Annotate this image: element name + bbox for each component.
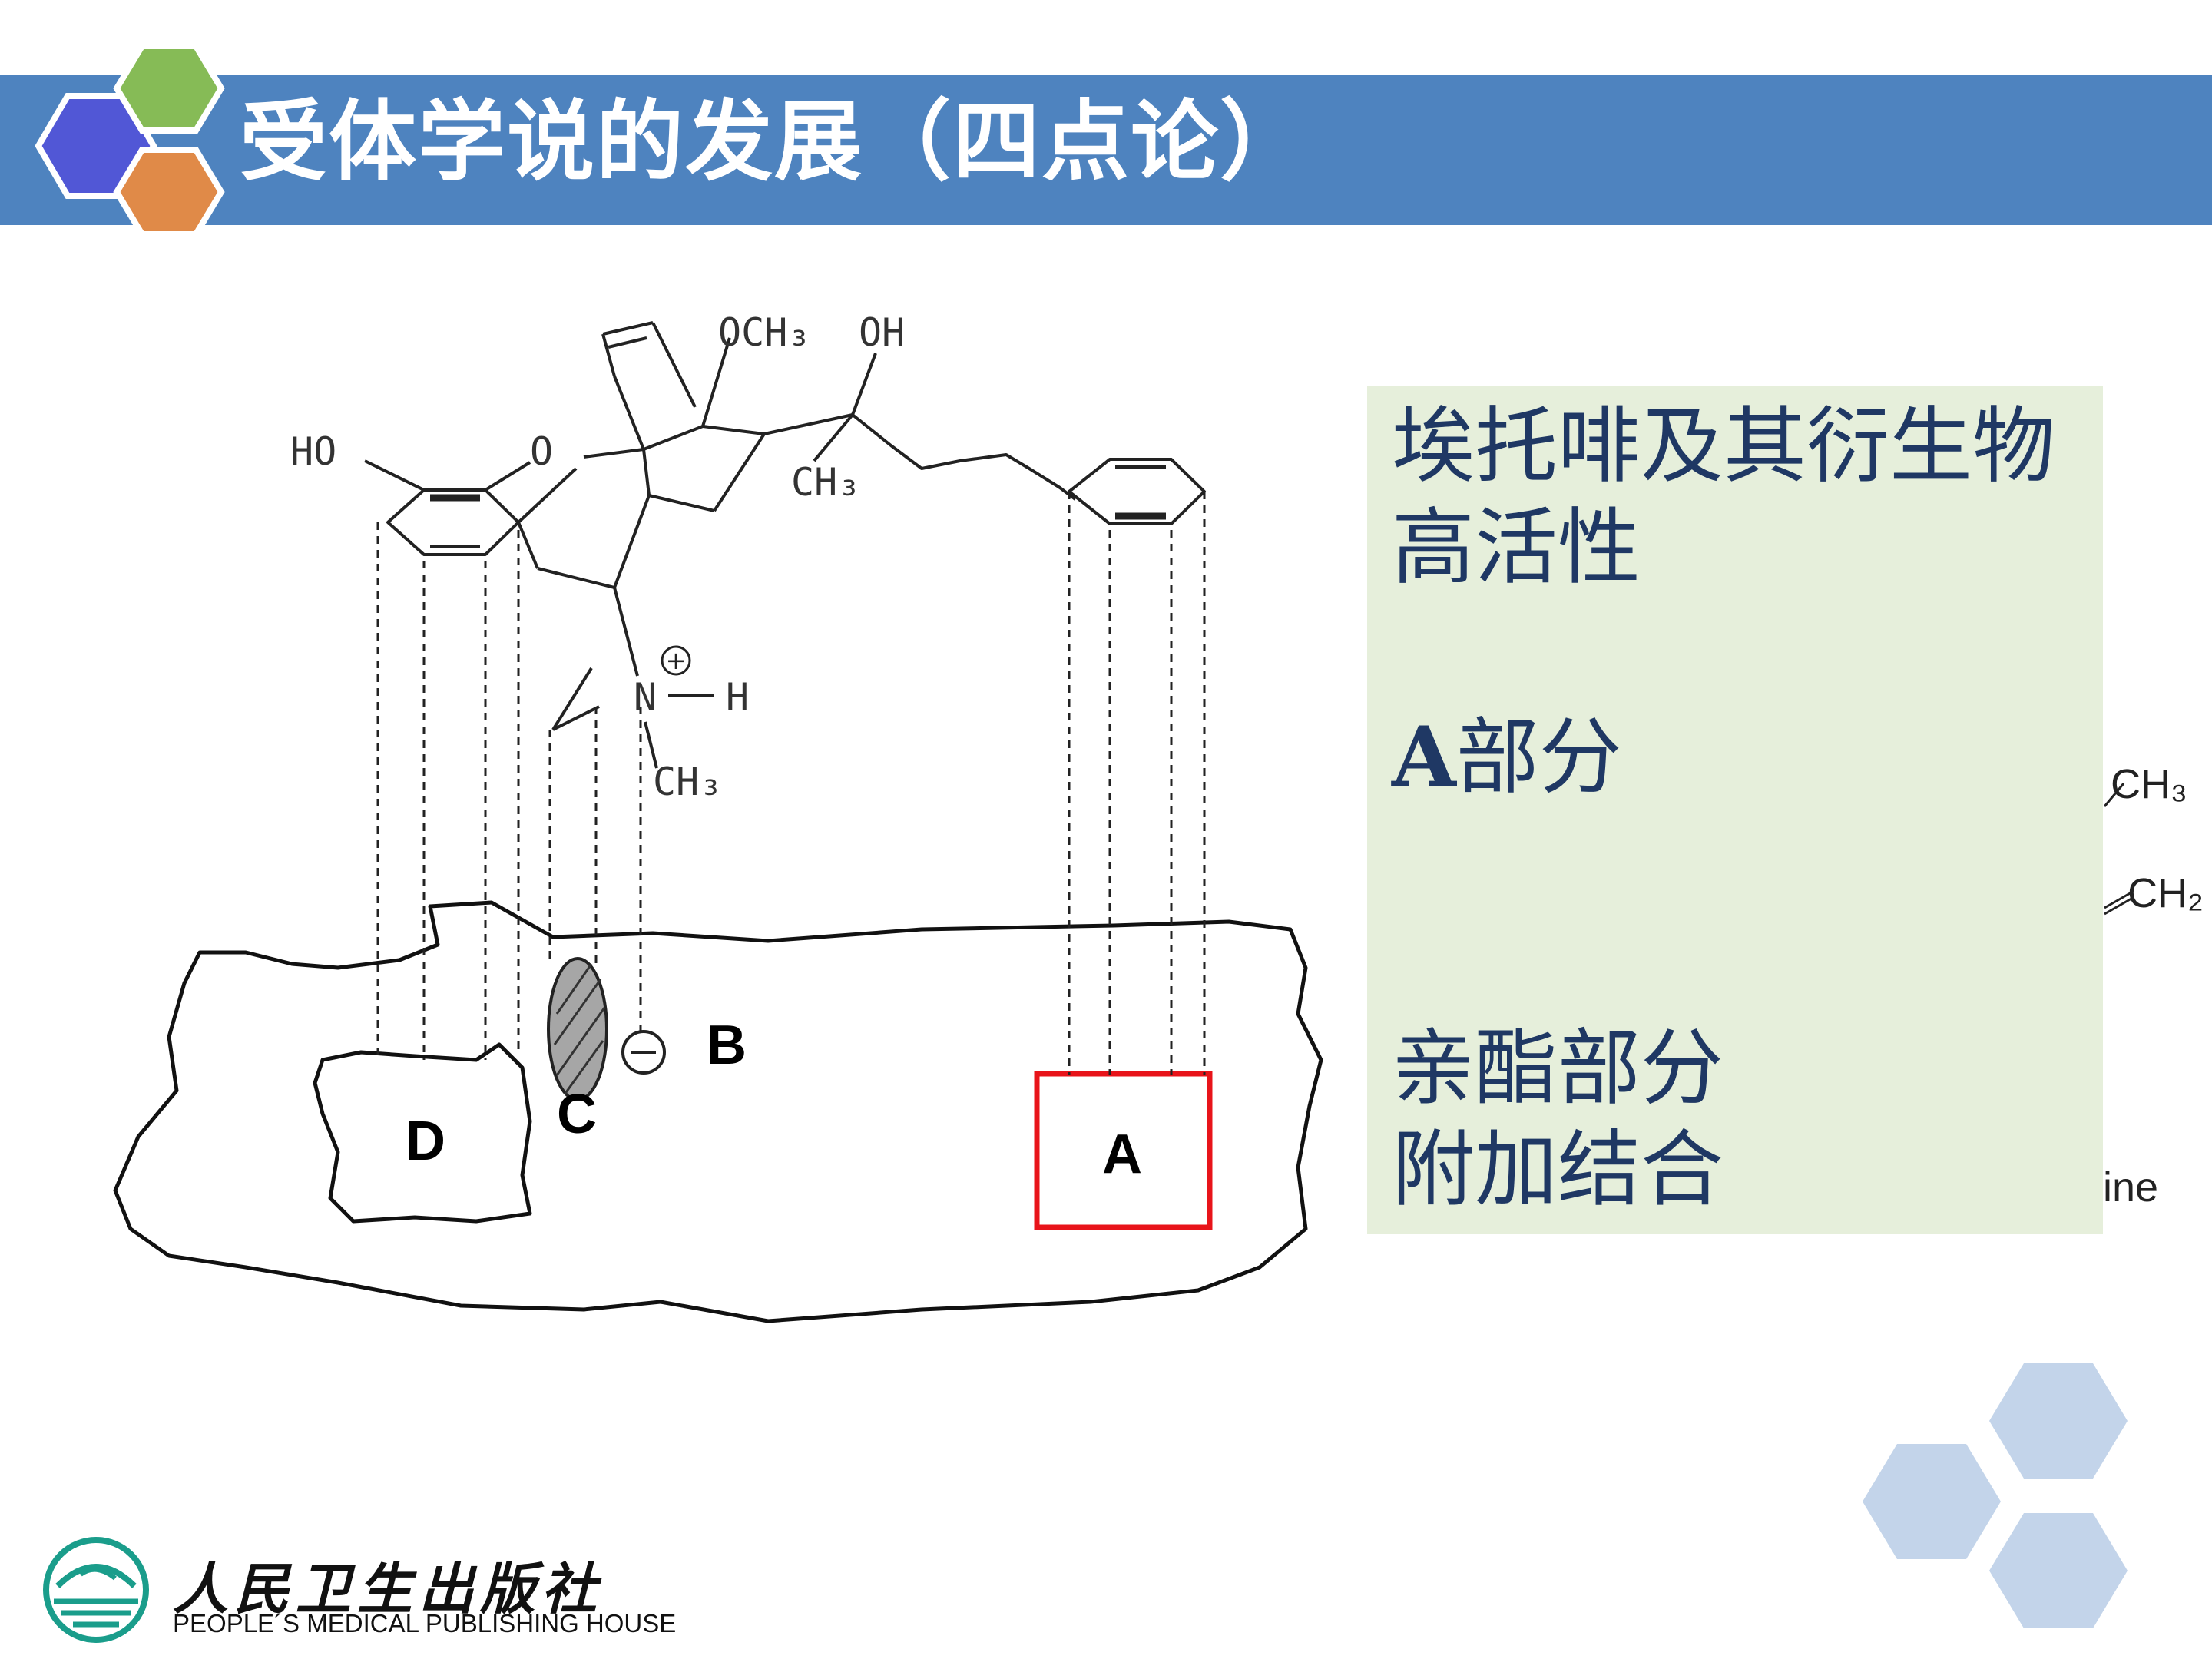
side-fragment-bonds (2103, 783, 2132, 916)
molecule-skeleton (364, 321, 1206, 769)
receptor-outline (113, 900, 1323, 1323)
mol-ho-label: HO (290, 429, 336, 474)
mol-o-label: O (530, 429, 553, 474)
site-a-highlight-box (1034, 1071, 1213, 1230)
site-a-label: A (1102, 1124, 1142, 1185)
site-c-region (547, 957, 608, 1101)
slide-title: 受体学说的发展（四点论） (240, 91, 1310, 193)
annotation-textbox (1367, 386, 2103, 1234)
textbox-line-1: 埃托啡及其衍生物 (1392, 399, 2056, 495)
title-bar (0, 75, 2212, 225)
mol-oh-label: OH (859, 310, 905, 355)
site-b-label: B (707, 1015, 747, 1076)
textbox-line-4: 亲酯部分 (1392, 1021, 1724, 1117)
publisher-name-en: PEOPLE´S MEDICAL PUBLISHING HOUSE (173, 1609, 677, 1637)
receptor-diagram: HO O OCH₃ OH CH₃ + N H CH₃ D C B A (113, 310, 1323, 1323)
textbox-line-3-latin: A (1392, 709, 1456, 806)
mol-ch3-n-label: CH₃ (653, 760, 722, 804)
mol-plus-charge: + (666, 646, 687, 675)
mol-n-label: N (634, 675, 657, 720)
side-fragment-ine: ine (2103, 1164, 2159, 1210)
hexagon-logo-icon (35, 43, 225, 237)
site-c-label: C (557, 1084, 597, 1145)
site-d-pocket (313, 1042, 532, 1224)
textbox-line-5: 附加结合 (1392, 1122, 1724, 1218)
mol-och3-label: OCH₃ (718, 310, 810, 355)
hex-orange (113, 147, 225, 237)
mol-ch3-top-label: CH₃ (791, 460, 860, 505)
textbox-line-3: A部分 (1392, 716, 1622, 800)
decorative-hexagons-icon (1863, 1363, 2128, 1628)
publisher-name-cn: 人民卫生出版社 (173, 1556, 604, 1621)
site-d-label: D (406, 1111, 445, 1172)
publisher-logo-icon (43, 1537, 149, 1643)
mol-h-label: H (726, 675, 749, 720)
textbox-line-2: 高活性 (1392, 500, 1641, 596)
projection-lines (376, 492, 1206, 1075)
hex-blue (35, 93, 157, 199)
textbox-line-3-cn: 部分 (1455, 710, 1622, 806)
side-fragment-ch2: CH₂ (2128, 870, 2204, 916)
hex-green (113, 43, 225, 134)
